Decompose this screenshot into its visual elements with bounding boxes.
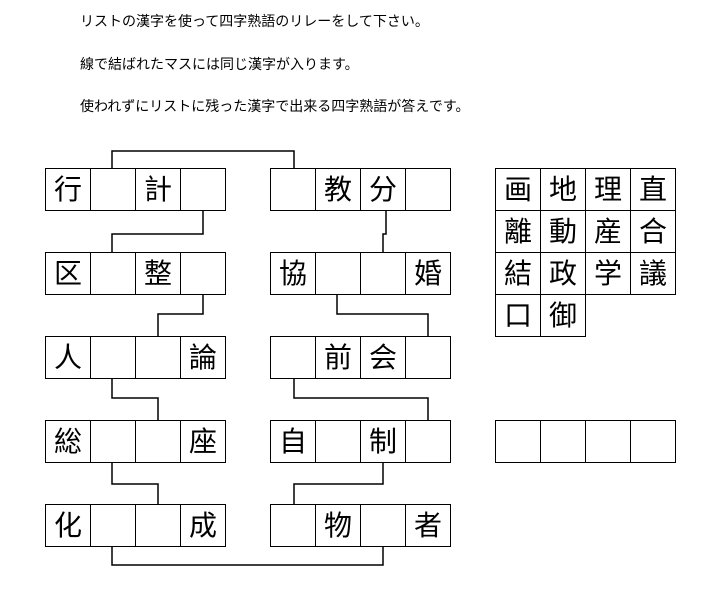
idiom-row: 前会: [270, 336, 451, 379]
idiom-row: 区整: [45, 252, 226, 295]
answer-cell[interactable]: [541, 421, 586, 463]
idiom-row: 協婚: [270, 252, 451, 295]
kanji-cell: 総: [46, 421, 91, 463]
blank-cell[interactable]: [406, 169, 451, 211]
blank-cell[interactable]: [271, 169, 316, 211]
blank-cell[interactable]: [316, 253, 361, 295]
idiom-row: 総座: [45, 420, 226, 463]
idiom-row: 教分: [270, 168, 451, 211]
kanji-cell: 区: [46, 253, 91, 295]
kanji-cell: 者: [406, 505, 451, 547]
kanji-list-item: 動: [541, 211, 586, 253]
blank-cell[interactable]: [316, 421, 361, 463]
kanji-list-item: 画: [496, 169, 541, 211]
blank-cell[interactable]: [361, 253, 406, 295]
answer-cell[interactable]: [631, 421, 676, 463]
blank-cell[interactable]: [136, 337, 181, 379]
kanji-list-item: 学: [586, 253, 631, 295]
kanji-cell: 成: [181, 505, 226, 547]
answer-row: [495, 420, 676, 463]
kanji-cell: 計: [136, 169, 181, 211]
kanji-list-item: 理: [586, 169, 631, 211]
kanji-cell: 会: [361, 337, 406, 379]
idiom-row: 人論: [45, 336, 226, 379]
kanji-list-item: 政: [541, 253, 586, 295]
connector-line: [293, 463, 384, 504]
kanji-cell: 行: [46, 169, 91, 211]
kanji-cell: 婚: [406, 253, 451, 295]
blank-cell[interactable]: [91, 253, 136, 295]
blank-cell[interactable]: [271, 337, 316, 379]
connector-line: [382, 211, 387, 252]
connector-line: [111, 547, 384, 566]
idiom-row: 行計: [45, 168, 226, 211]
blank-cell[interactable]: [91, 421, 136, 463]
answer-cell[interactable]: [586, 421, 631, 463]
kanji-cell: 教: [316, 169, 361, 211]
connector-line: [111, 379, 159, 420]
idiom-row: 自制: [270, 420, 451, 463]
blank-cell[interactable]: [406, 421, 451, 463]
connector-line: [111, 463, 159, 504]
connector-line: [111, 211, 204, 252]
answer-cell[interactable]: [496, 421, 541, 463]
idiom-row: 物者: [270, 504, 451, 547]
kanji-cell: 制: [361, 421, 406, 463]
blank-cell[interactable]: [406, 337, 451, 379]
kanji-cell: 人: [46, 337, 91, 379]
blank-cell[interactable]: [361, 505, 406, 547]
kanji-list-item: 直: [631, 169, 676, 211]
kanji-cell: 協: [271, 253, 316, 295]
kanji-list-item: 結: [496, 253, 541, 295]
kanji-cell: 前: [316, 337, 361, 379]
kanji-list-item: 産: [586, 211, 631, 253]
kanji-list-item: 地: [541, 169, 586, 211]
blank-cell[interactable]: [91, 169, 136, 211]
connector-line: [157, 295, 204, 336]
blank-cell[interactable]: [181, 253, 226, 295]
kanji-cell: 整: [136, 253, 181, 295]
kanji-cell: 自: [271, 421, 316, 463]
connector-line: [111, 150, 295, 168]
kanji-list-item: 議: [631, 253, 676, 295]
connector-line: [336, 295, 429, 336]
blank-cell[interactable]: [181, 169, 226, 211]
kanji-cell: 分: [361, 169, 406, 211]
blank-cell[interactable]: [136, 505, 181, 547]
blank-cell[interactable]: [271, 505, 316, 547]
kanji-cell: 座: [181, 421, 226, 463]
kanji-list-item: 離: [496, 211, 541, 253]
kanji-list-item: 合: [631, 211, 676, 253]
connector-line: [293, 379, 429, 420]
blank-cell[interactable]: [91, 505, 136, 547]
instruction-line-3: 使われずにリストに残った漢字で出来る四字熟語が答えです。: [80, 99, 470, 115]
idiom-row: 化成: [45, 504, 226, 547]
blank-cell[interactable]: [136, 421, 181, 463]
instruction-line-1: リストの漢字を使って四字熟語のリレーをして下さい。: [80, 14, 429, 30]
kanji-cell: 化: [46, 505, 91, 547]
blank-cell[interactable]: [91, 337, 136, 379]
kanji-cell: 物: [316, 505, 361, 547]
instruction-line-2: 線で結ばれたマスには同じ漢字が入ります。: [80, 57, 359, 73]
kanji-list-item: 口: [496, 295, 541, 337]
kanji-list-grid: 画地理直離動産合結政学議口御: [495, 168, 676, 337]
kanji-list-item: 御: [541, 295, 586, 337]
kanji-cell: 論: [181, 337, 226, 379]
